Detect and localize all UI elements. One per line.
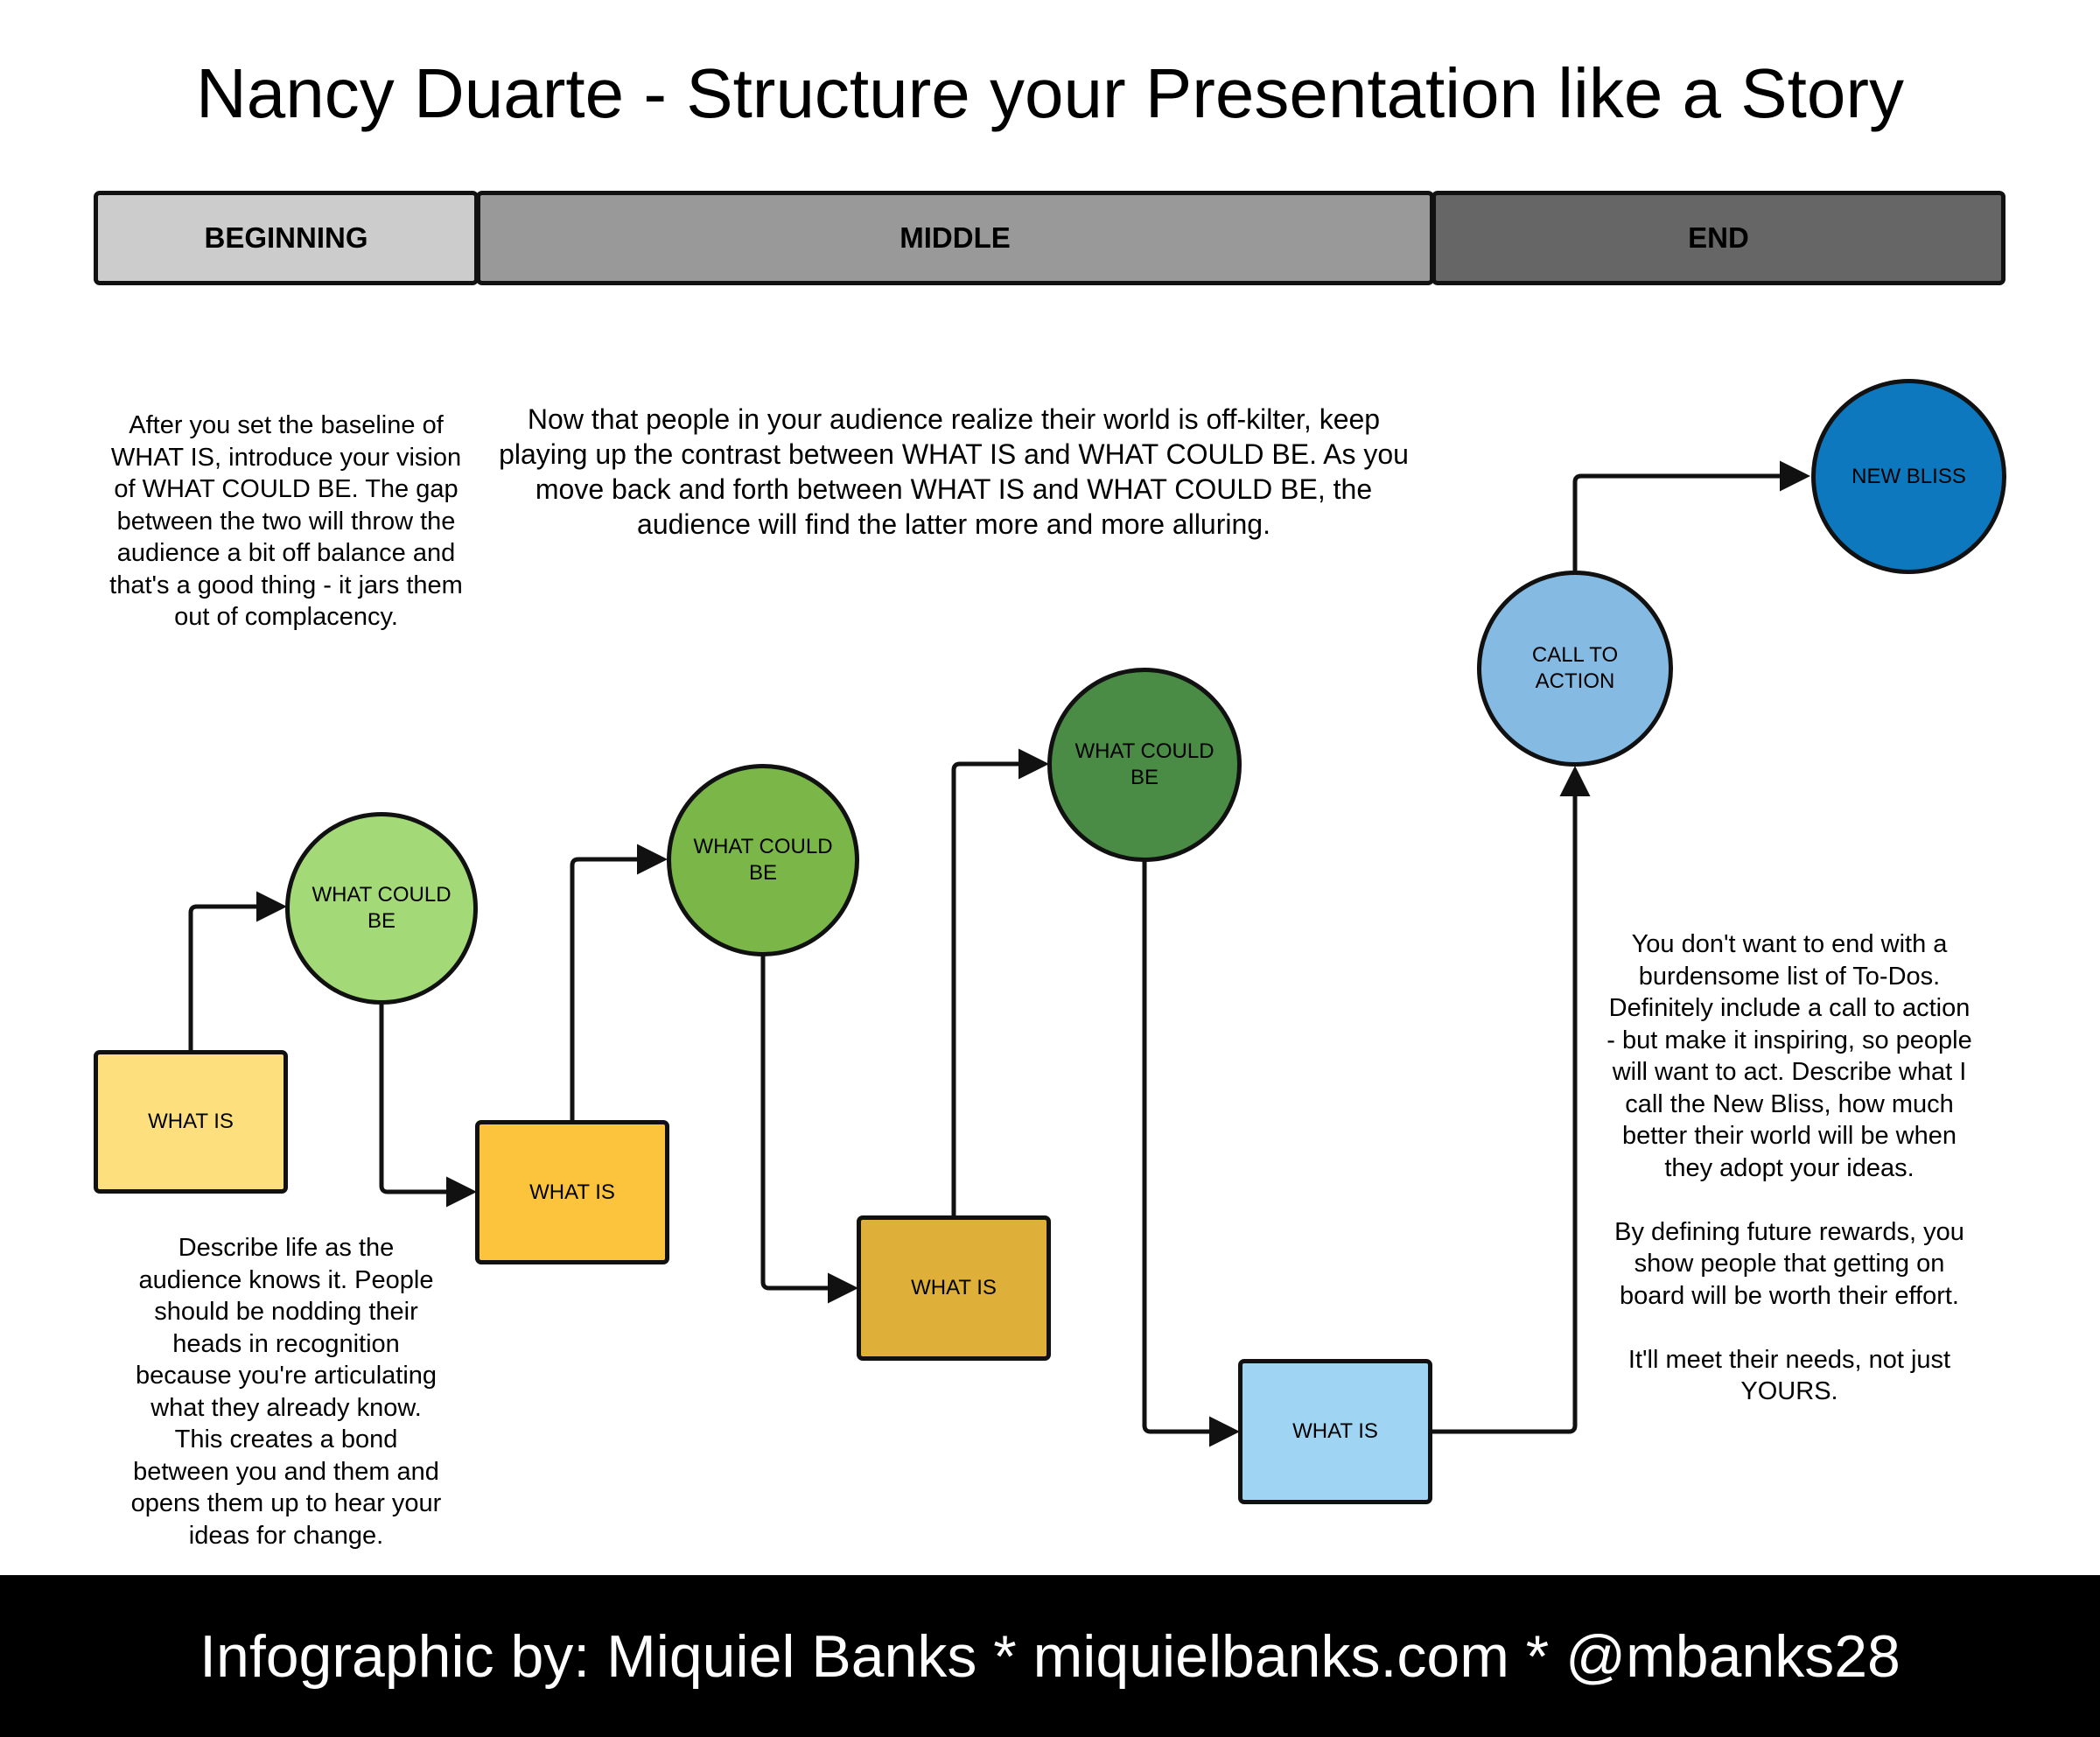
arrow-could-be-3-to-what-is-4	[1142, 859, 1240, 1447]
footer-credit: Infographic by: Miquiel Banks * miquielb…	[200, 1622, 1900, 1690]
call-to-action-node: CALL TO ACTION	[1477, 571, 1673, 767]
phase-middle-label: MIDDLE	[900, 221, 1011, 254]
what-is-node-4-label: WHAT IS	[1292, 1419, 1378, 1443]
footer-bar: Infographic by: Miquiel Banks * miquielb…	[0, 1575, 2100, 1737]
what-is-node-2: WHAT IS	[475, 1120, 669, 1264]
what-could-be-node-1: WHAT COULD BE	[285, 812, 478, 1005]
what-is-node-1-label: WHAT IS	[148, 1110, 234, 1133]
what-is-node-4: WHAT IS	[1238, 1359, 1432, 1504]
what-could-be-node-2-label: WHAT COULD BE	[693, 835, 833, 885]
new-bliss-node: NEW BLISS	[1811, 379, 2006, 574]
arrow-call-to-action-to-new-bliss	[1572, 460, 1810, 571]
what-could-be-node-2: WHAT COULD BE	[667, 764, 859, 956]
phase-beginning-label: BEGINNING	[204, 221, 368, 254]
what-is-node-2-label: WHAT IS	[529, 1180, 615, 1204]
phase-end: END	[1432, 191, 2006, 285]
call-to-action-node-label: CALL TO ACTION	[1531, 643, 1619, 693]
end-description: You don't want to end with a burdensome …	[1606, 930, 1972, 1405]
middle-description: Now that people in your audience realize…	[499, 403, 1409, 540]
page-title: Nancy Duarte - Structure your Presentati…	[196, 54, 1904, 132]
phase-beginning: BEGINNING	[94, 191, 479, 285]
what-could-be-node-3-label: WHAT COULD BE	[1074, 739, 1214, 789]
what-is-node-3: WHAT IS	[857, 1215, 1051, 1361]
arrow-could-be-1-to-what-is-2	[379, 1001, 477, 1208]
arrow-what-is-3-to-could-be-3	[951, 748, 1049, 1216]
new-bliss-node-label: NEW BLISS	[1852, 464, 1966, 488]
arrow-what-is-2-to-could-be-2	[570, 844, 668, 1121]
what-is-node-3-label: WHAT IS	[911, 1276, 997, 1299]
what-is-node-1: WHAT IS	[94, 1050, 288, 1194]
beginning-bottom-description: Describe life as the audience knows it. …	[130, 1234, 442, 1550]
what-could-be-node-1-label: WHAT COULD BE	[312, 883, 452, 933]
arrow-what-is-1-to-could-be-1	[188, 891, 287, 1050]
beginning-top-description: After you set the baseline of WHAT IS, i…	[109, 411, 463, 631]
what-could-be-node-3: WHAT COULD BE	[1047, 668, 1242, 862]
phase-end-label: END	[1688, 221, 1749, 254]
arrow-could-be-2-to-what-is-3	[760, 954, 858, 1304]
arrow-what-is-4-to-call-to-action	[1432, 766, 1591, 1434]
